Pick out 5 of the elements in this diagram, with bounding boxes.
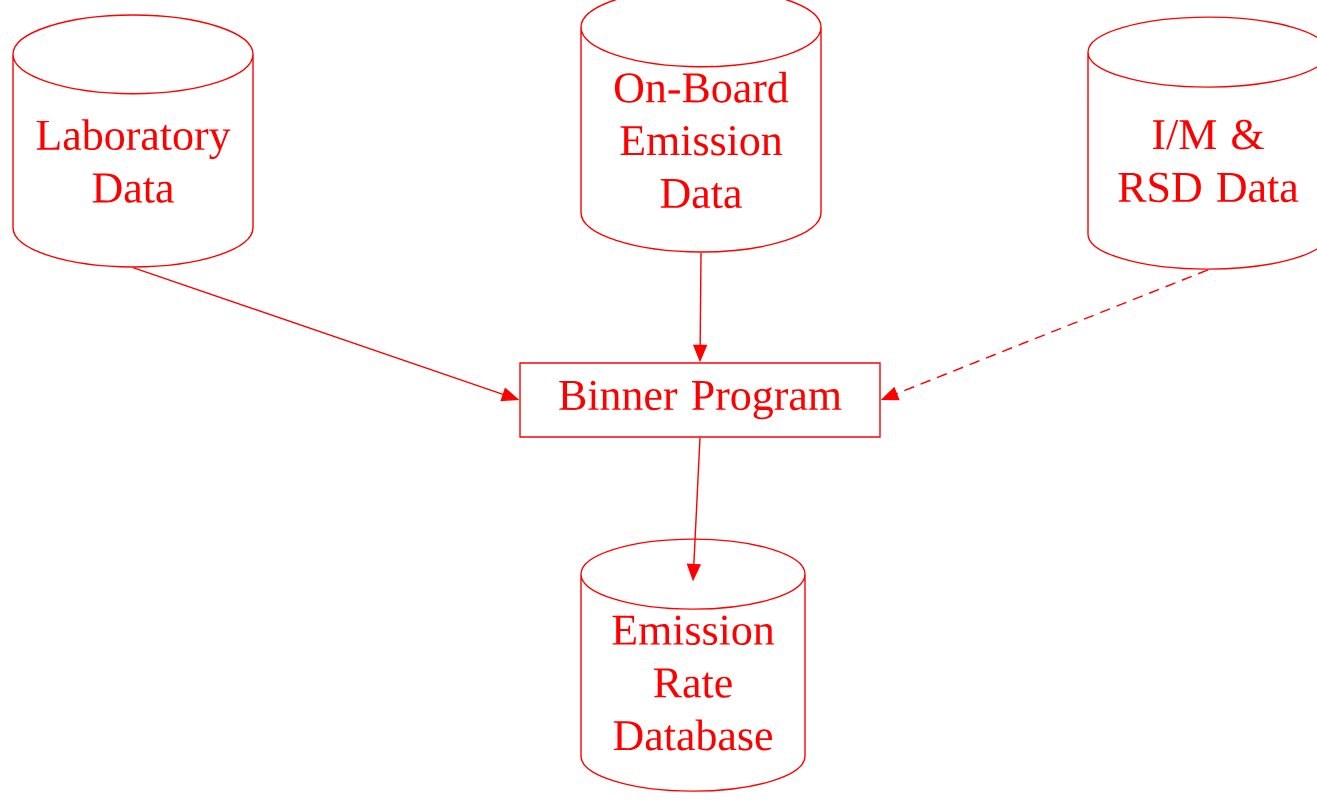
database-cylinder: I/M & RSD Data: [1087, 16, 1317, 270]
database-cylinder: Emission Rate Database: [580, 538, 806, 792]
database-cylinder: Laboratory Data: [12, 14, 254, 268]
database-cylinder: On-Board Emission Data: [580, 0, 822, 253]
process-box: Binner Program: [519, 362, 881, 438]
